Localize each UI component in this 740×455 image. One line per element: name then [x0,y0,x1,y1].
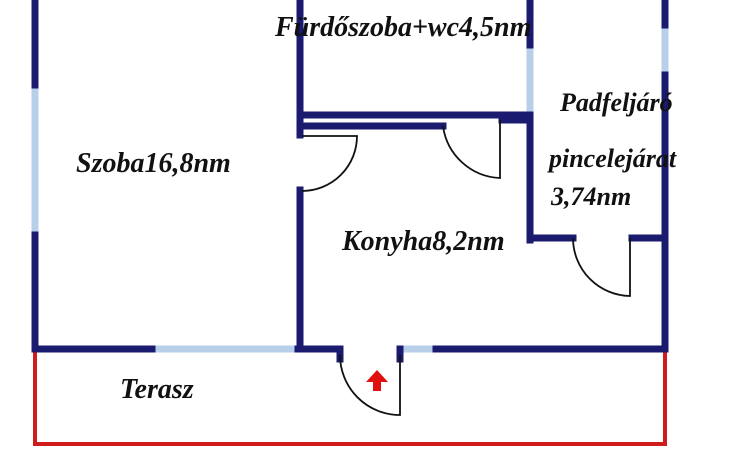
door-cellar [572,237,631,297]
room-label-bathroom: Fürdőszoba+wc4,5nm [275,12,532,43]
room-label-cellar-2: pincelejárat [549,144,677,173]
door-bathroom [442,120,501,179]
room-label-terrace: Terasz [120,374,194,405]
room-label-cellar-3: 3,74nm [551,182,632,211]
room-label-bedroom: Szoba16,8nm [76,148,231,179]
terrace-outline [33,350,667,446]
door-bedroom [301,135,358,192]
room-label-kitchen: Konyha8,2nm [342,226,505,257]
doors [301,120,631,416]
up-arrow-icon [366,370,388,391]
walls [31,0,669,363]
room-label-cellar-1: Padfeljáró [560,88,673,117]
door-entrance [339,354,401,416]
windows [31,25,669,353]
